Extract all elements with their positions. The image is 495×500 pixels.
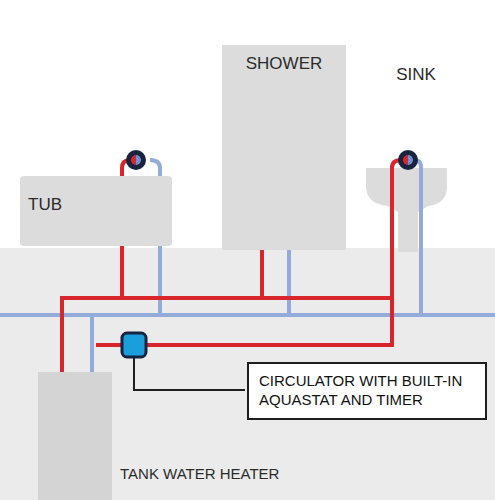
- callout-text: CIRCULATOR WITH BUILT-IN AQUASTAT AND TI…: [259, 372, 475, 410]
- tank-box: TANK WATER HEATER: [38, 372, 112, 500]
- circulator-pump: [122, 333, 146, 357]
- sink-shape: [366, 168, 447, 252]
- sink-label-box: SINK: [368, 60, 464, 94]
- tub-box: TUB: [20, 176, 172, 246]
- fixture-label: SINK: [368, 64, 464, 85]
- heater-label: TANK WATER HEATER: [120, 465, 279, 484]
- leader-line: [134, 358, 245, 390]
- callout-box: CIRCULATOR WITH BUILT-IN AQUASTAT AND TI…: [247, 362, 487, 420]
- fixture-label: TUB: [28, 194, 172, 215]
- shower-box: SHOWER: [222, 45, 346, 250]
- fixture-label: SHOWER: [222, 53, 346, 74]
